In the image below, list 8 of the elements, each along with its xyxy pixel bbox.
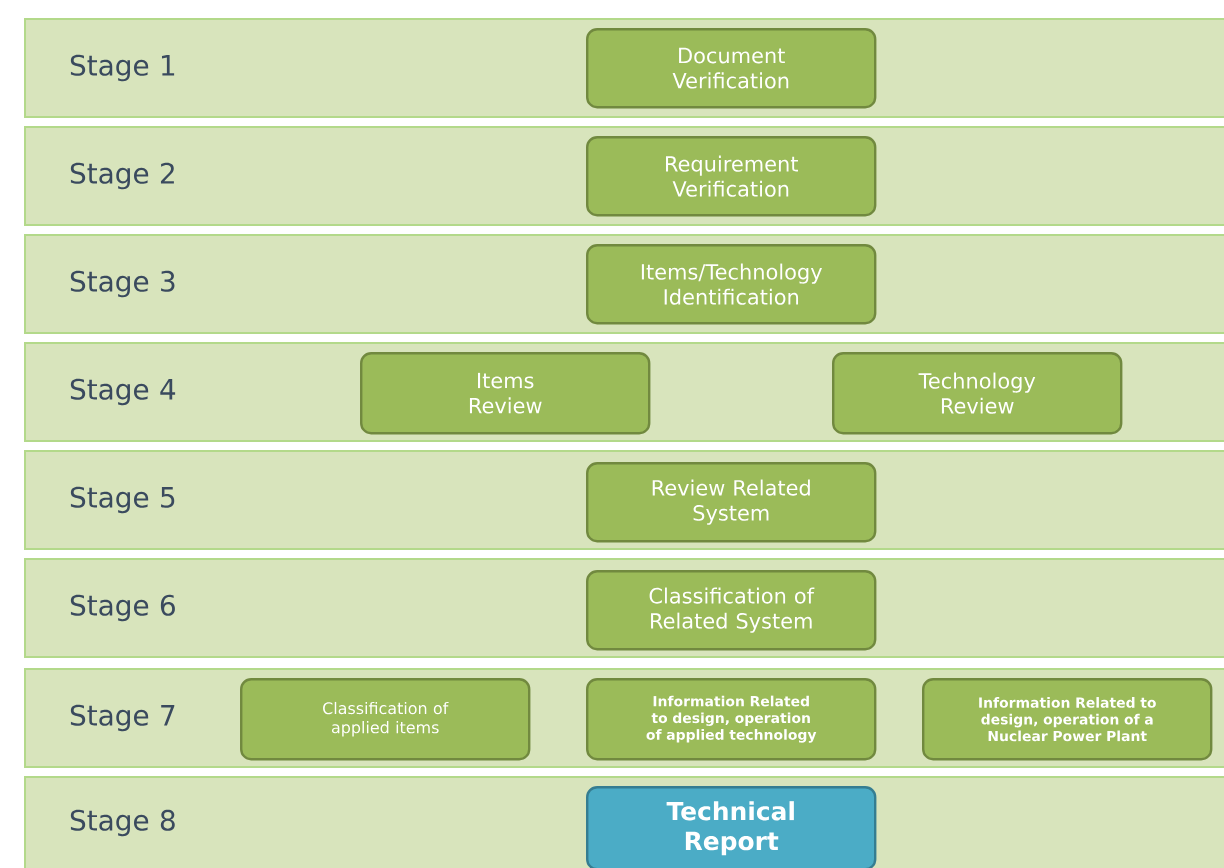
process-box: Classification of Related System [586, 569, 877, 651]
process-box: Items Review [360, 352, 651, 435]
process-box: Requirement Verification [586, 136, 877, 217]
process-box: Document Verification [586, 28, 877, 109]
process-box: Review Related System [586, 462, 877, 543]
process-box: Items/Technology Identification [586, 244, 877, 325]
process-box: Technical Report [586, 785, 877, 868]
process-box: Technology Review [832, 352, 1123, 435]
